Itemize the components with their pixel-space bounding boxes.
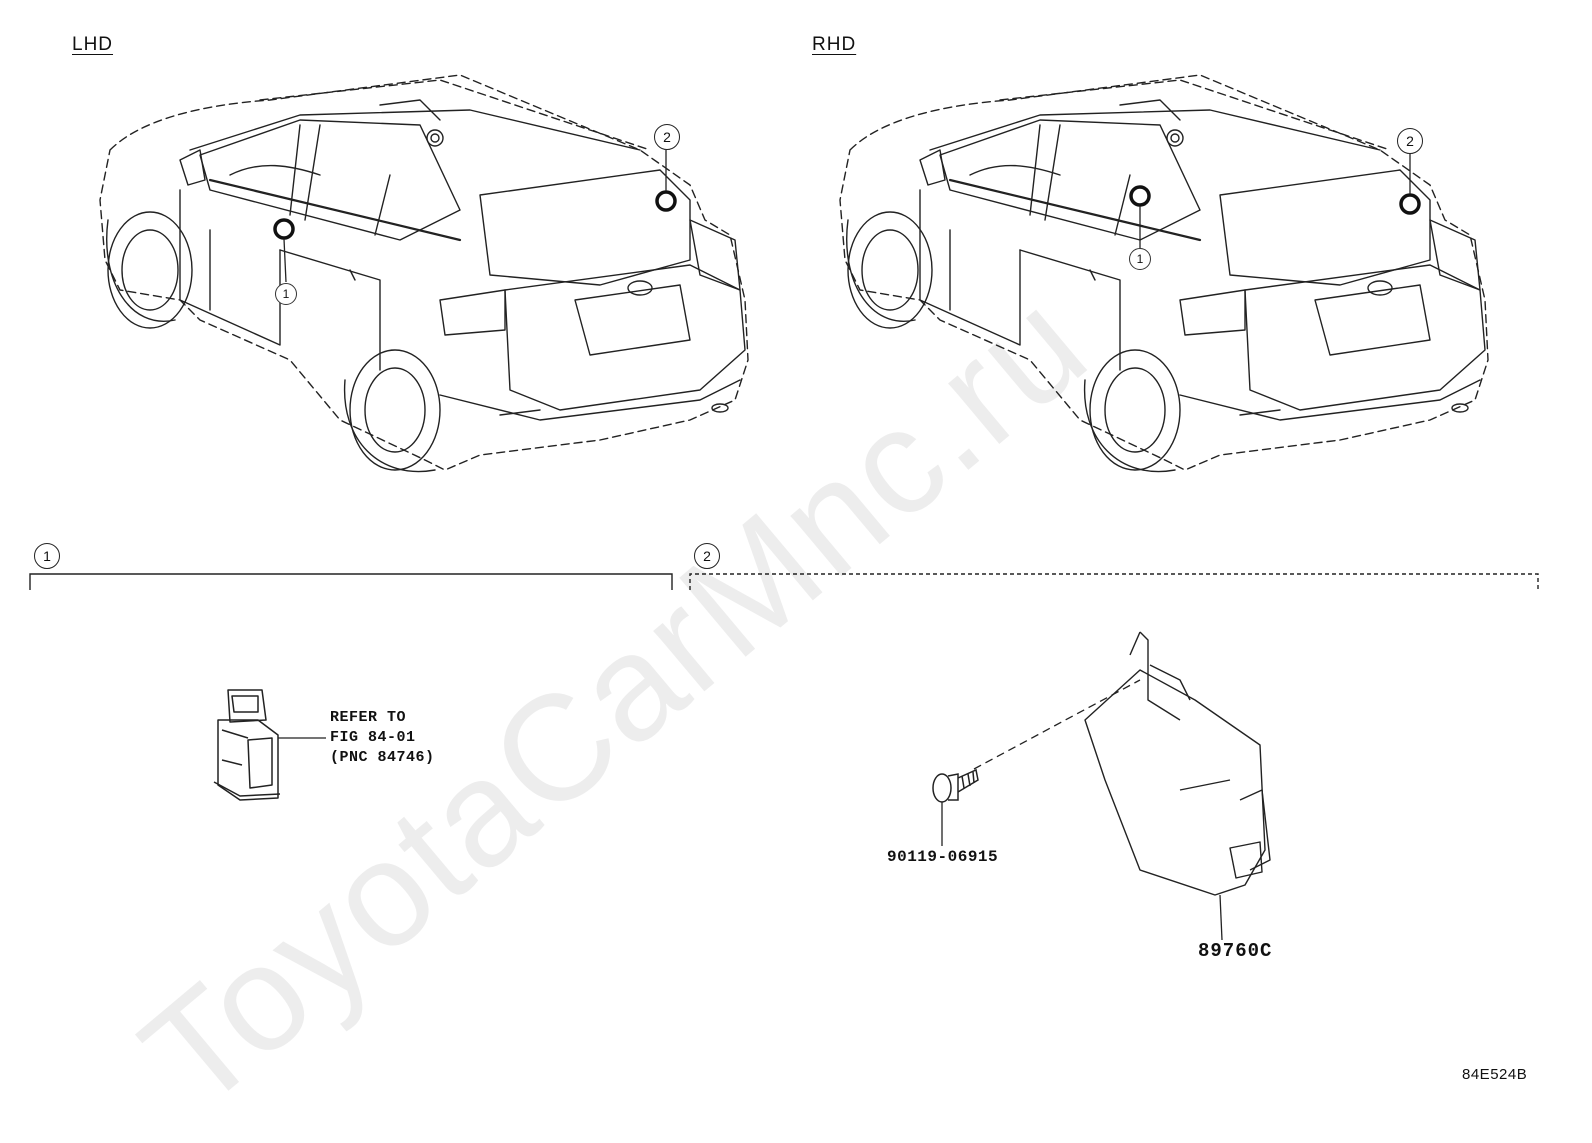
lhd-callout-2: 2 — [654, 124, 680, 150]
rhd-callout-2: 2 — [1397, 128, 1423, 154]
lhd-location-1-marker — [273, 218, 295, 240]
diagram-code: 84E524B — [1462, 1066, 1528, 1083]
section-1-callout: 1 — [34, 543, 60, 569]
lhd-location-2-marker — [655, 190, 677, 212]
lhd-vehicle — [98, 73, 750, 473]
rhd-callout-1: 1 — [1129, 248, 1151, 270]
section-2-callout: 2 — [694, 543, 720, 569]
lhd-leader-1 — [283, 238, 287, 283]
section-1-bracket — [29, 573, 673, 590]
rhd-location-1-marker — [1129, 185, 1151, 207]
lhd-callout-1: 1 — [275, 283, 297, 305]
mounting-leader-dashed — [973, 679, 1141, 770]
rhd-vehicle — [838, 73, 1490, 473]
bolt-part-number: 90119-06915 — [887, 848, 999, 866]
switch-part-drawing — [213, 689, 281, 801]
module-part-number: 89760C — [1198, 940, 1273, 962]
bolt-drawing — [932, 768, 979, 803]
section-2-bracket — [689, 573, 1539, 590]
rhd-location-2-marker — [1399, 193, 1421, 215]
module-leader — [1219, 894, 1223, 941]
rhd-label: RHD — [812, 34, 857, 55]
parts-diagram-drawing — [29, 73, 1539, 941]
module-part-drawing — [1084, 631, 1271, 896]
lhd-label: LHD — [72, 34, 114, 55]
refer-to-note: REFER TO FIG 84-01 (PNC 84746) — [330, 709, 435, 766]
